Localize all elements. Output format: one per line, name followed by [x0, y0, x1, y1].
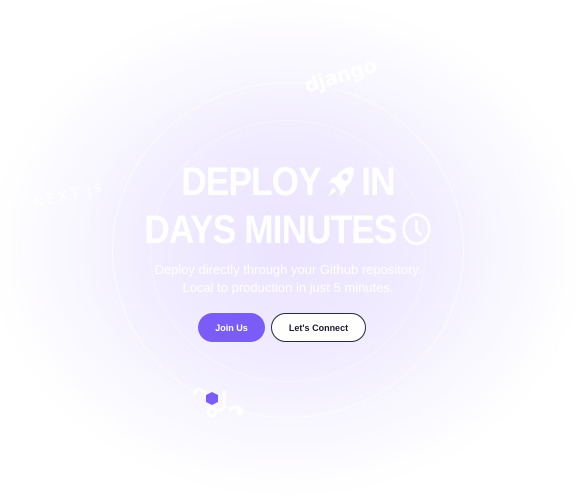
headline-deploy-text: DEPLOY	[181, 160, 321, 204]
hero-headline-line-2: DAYS MINUTES	[35, 208, 542, 252]
hero-headline-line-1: DEPLOY IN	[35, 160, 542, 205]
lets-connect-button[interactable]: Let's Connect	[271, 313, 366, 342]
clock-icon	[402, 213, 431, 246]
decorative-ring-outer	[112, 82, 464, 418]
nodejs-logo	[192, 387, 244, 418]
hero-subtitle-line-1: Deploy directly through your Github repo…	[154, 262, 422, 277]
hero-subtitle-line-2: Local to production in just 5 minutes.	[182, 280, 394, 295]
decorative-ring-inner	[150, 120, 426, 382]
rocket-icon	[328, 167, 355, 197]
headline-days-minutes-text: DAYS MINUTES	[144, 208, 397, 252]
headline-in-text: IN	[361, 160, 395, 204]
join-us-button[interactable]: Join Us	[198, 313, 265, 342]
